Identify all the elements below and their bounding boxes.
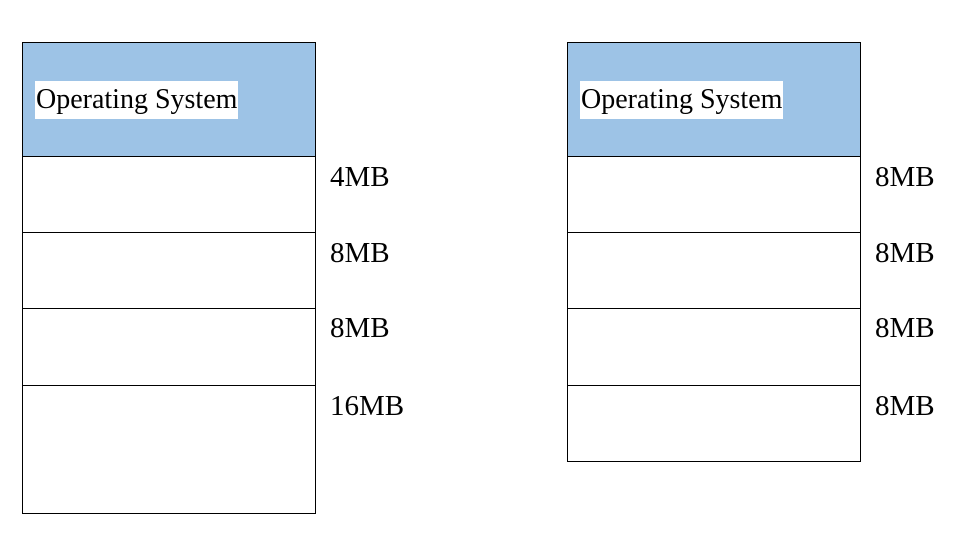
- partition-block: [567, 232, 861, 309]
- partition-size-label: 8MB: [330, 312, 390, 344]
- os-region-label: Operating System: [580, 81, 784, 119]
- partition-size-label: 8MB: [875, 390, 935, 422]
- partition-size-label: 16MB: [330, 390, 405, 422]
- partition-block: [22, 385, 316, 514]
- os-region: Operating System: [22, 42, 316, 157]
- partition-block: [567, 308, 861, 386]
- partition-block: [567, 385, 861, 462]
- partition-block: [22, 232, 316, 309]
- partition-size-label: 4MB: [330, 161, 390, 193]
- partition-block: [22, 308, 316, 386]
- os-region-label: Operating System: [35, 81, 239, 119]
- partition-block: [22, 156, 316, 233]
- partition-size-label: 8MB: [875, 161, 935, 193]
- partition-size-label: 8MB: [875, 237, 935, 269]
- memory-layout-equal: Operating System: [567, 42, 861, 462]
- partition-size-label: 8MB: [875, 312, 935, 344]
- memory-layout-unequal: Operating System: [22, 42, 316, 514]
- partition-size-label: 8MB: [330, 237, 390, 269]
- partition-block: [567, 156, 861, 233]
- os-region: Operating System: [567, 42, 861, 157]
